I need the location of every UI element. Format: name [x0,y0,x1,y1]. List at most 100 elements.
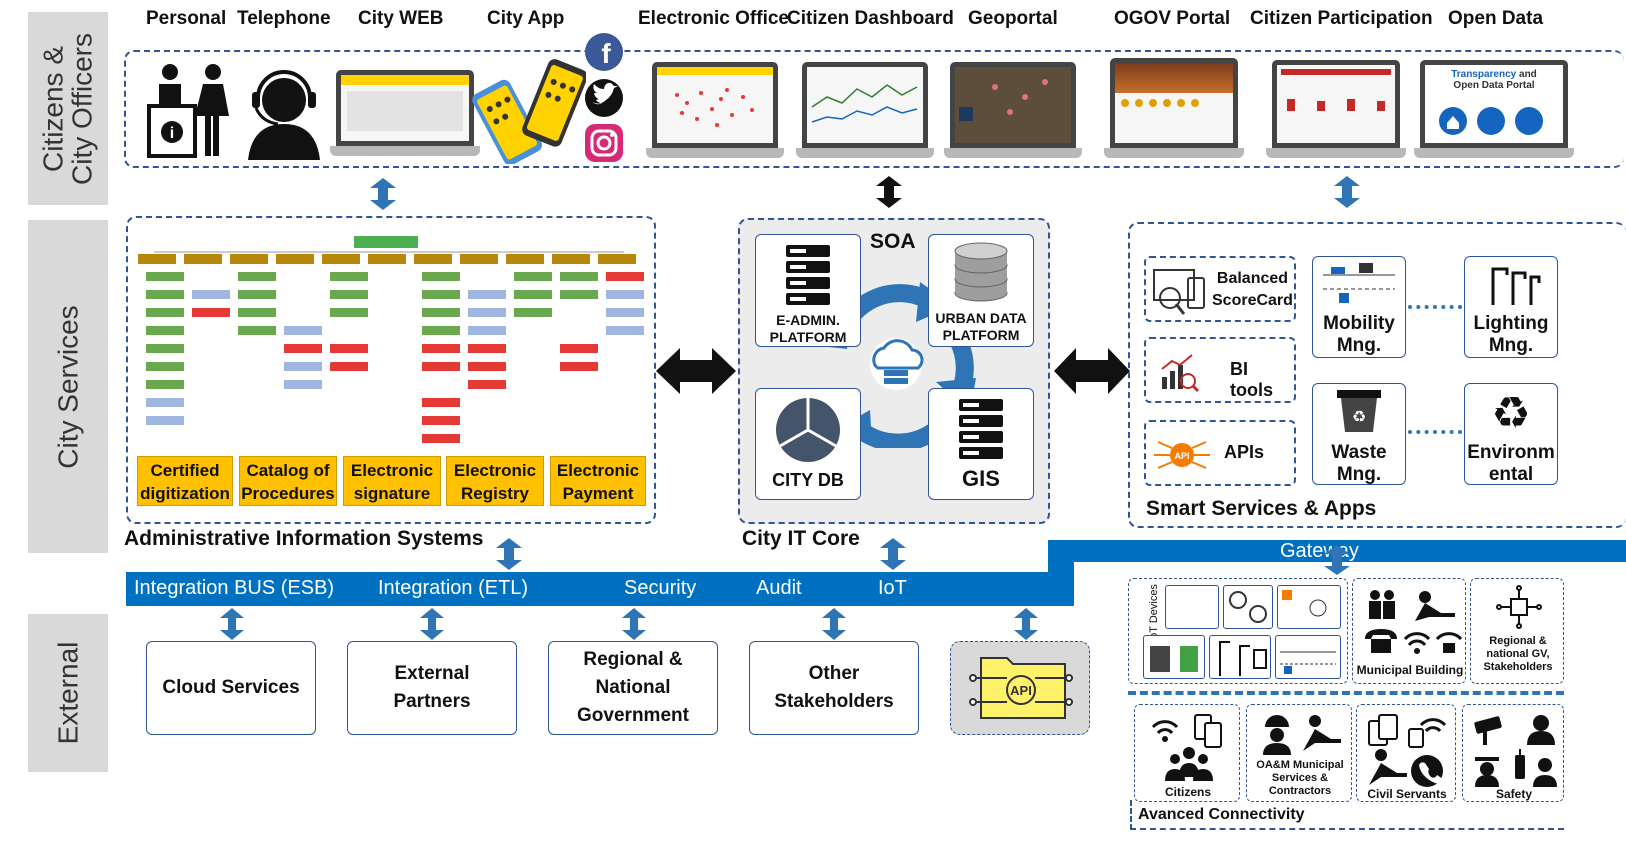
bsc-label-2: ScoreCard [1212,292,1293,309]
connectivity-title: Avanced Connectivity [1138,806,1305,823]
server-icon [786,245,830,305]
arrow-ais-channels [370,178,396,210]
svg-text:♻: ♻ [1491,389,1530,436]
iot-lights-thumb [1209,635,1271,679]
connectivity-divider [1128,691,1564,695]
mobility-label-1: Mobility [1323,313,1395,334]
mobility-icon [1323,263,1395,303]
channel-citizen-participation: Citizen Participation [1250,8,1433,29]
channel-electronic-office: Electronic Office [638,8,789,29]
oam-label-2: Services & [1271,772,1329,784]
laptop-open-data: Transparency and Open Data Portal [1414,60,1574,158]
municipal-building-label: Municipal Building [1356,663,1464,677]
arrow-core-channels [876,176,902,208]
bi-chart-icon [1161,354,1200,393]
citizens-box: Citizens [1134,704,1240,802]
arrow-ais-bus [496,538,522,570]
arrow-core-bus [880,538,906,570]
iot-sensor-thumb [1165,585,1219,629]
oam-label-3: Contractors [1268,785,1332,797]
smart-container [1128,222,1626,528]
cloud-services-label: Cloud Services [162,677,300,698]
channel-ogov-portal: OGOV Portal [1114,8,1231,29]
lighting-label-2: Mng. [1488,335,1534,356]
open-data-screen-title-3: Open Data Portal [1453,80,1535,91]
lighting-label-1: Lighting [1473,313,1549,334]
other-label-2: Stakeholders [774,691,894,712]
gis-label: GIS [962,466,1000,491]
other-label-1: Other [808,663,860,684]
citizens-icons [1151,714,1222,781]
laptop-city-web [330,70,480,156]
citizens-label: Citizens [1164,785,1211,799]
civil-servants-icons [1368,714,1447,787]
partners-label-2: Partners [393,691,471,712]
worker-icons [1263,715,1341,755]
scorecard-icon [1153,269,1205,315]
headset-operator-icon [248,70,320,160]
ais-title: Administrative Information Systems [124,527,484,550]
org-chart-image [138,236,644,443]
arrow-bus-gov [622,608,646,640]
arrow-core-smart [1054,348,1130,394]
bus-etl-label: Integration (ETL) [378,577,529,599]
row-label-external: External [28,614,108,772]
urban-label-2: PLATFORM [942,327,1020,343]
gateway-connector [1048,540,1074,606]
regional-label-3: Stakeholders [1483,661,1553,673]
smart-title: Smart Services & Apps [1146,497,1377,520]
server-icon [959,399,1003,459]
waste-label-1: Waste [1331,442,1387,463]
network-hub-icon [1496,585,1542,629]
civil-servants-label: Civil Servants [1367,787,1447,801]
gis-box: GIS [928,388,1034,500]
channel-city-web: City WEB [358,8,444,29]
api-box: API [950,641,1090,735]
gov-label-3: Government [577,705,689,726]
arrow-bus-stakeholders [822,608,846,640]
svg-text:♻: ♻ [1352,409,1366,426]
database-icon [954,242,1008,302]
arrow-bus-partners [420,608,444,640]
svg-text:API: API [1174,451,1189,461]
cloud-services-box: Cloud Services [146,641,316,735]
safety-label: Safety [1495,787,1533,801]
row-label-city-services: City Services [28,220,108,553]
iot-devices-label: IoT Devices [1147,584,1160,642]
open-data-screen-title-1: Transparency [1451,69,1517,80]
api-folder-icon: API [969,657,1073,719]
laptop-citizen-participation [1266,60,1406,158]
waste-environmental-link [1408,430,1462,434]
citydb-label: CITY DB [772,470,844,490]
api-icon-label: API [1010,683,1032,698]
open-data-screen-title-2: and [1519,69,1537,80]
gov-label-2: National [595,677,671,698]
svg-text:f: f [601,38,611,69]
bus-security-label: Security [624,577,697,599]
bsc-label-1: Balanced [1216,270,1289,287]
regional-national-box: Regional &national GV,Stakeholders [1470,578,1564,684]
environmental-label-1: Environm [1467,442,1555,463]
laptop-electronic-office [646,62,784,158]
row-label-citizens: Citizens & City Officers [28,12,108,205]
arrow-gateway-connectivity [1324,545,1350,575]
core-title: City IT Core [742,527,860,550]
integration-bus-bar [126,572,1074,606]
bi-label: BI tools [1230,359,1273,400]
arrow-smart-channels [1334,176,1360,208]
eadmin-label-1: E-ADMIN. [776,312,840,328]
civil-servants-box: Civil Servants [1356,704,1456,802]
apis-box: API APIs [1144,420,1296,486]
laptop-citizen-dashboard [796,62,934,158]
